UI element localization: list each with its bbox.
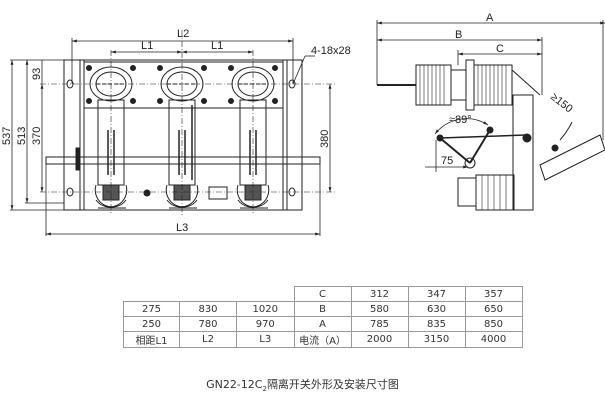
table-row: 相距L1 L2 L3 电流（A） 2000 3150 4000	[123, 331, 523, 348]
table-cell: 347	[407, 286, 466, 302]
table-cell: 850	[464, 316, 523, 332]
dim-a: A	[486, 12, 494, 24]
table-cell: 780	[179, 316, 237, 332]
table-cell: 4000	[464, 331, 523, 348]
upper-insulator-left	[415, 64, 452, 106]
table-cell: 785	[350, 316, 409, 332]
dimension-table: C 312 347 357 275 830 1020 B 580 630 650…	[123, 286, 523, 348]
dim-75: 75	[441, 155, 453, 167]
open-blade	[539, 134, 605, 181]
nameplate	[208, 186, 228, 200]
table-cell: 835	[407, 316, 466, 332]
figure-caption: GN22-12C2隔离开关外形及安装尺寸图	[0, 376, 605, 393]
operating-shaft	[45, 156, 321, 165]
table-cell: 312	[350, 286, 409, 302]
top-plate	[83, 61, 284, 109]
dim-l3: L3	[176, 222, 188, 234]
upper-flange	[465, 59, 475, 111]
bolts	[86, 65, 278, 104]
table-cell: 2000	[350, 331, 409, 348]
shaft-crank	[75, 147, 81, 171]
mounting-frame	[63, 59, 303, 211]
table-cell: 580	[350, 301, 409, 317]
pivot	[464, 157, 476, 169]
dim-537: 537	[1, 127, 13, 145]
side-dimensions	[376, 20, 605, 172]
table-row: 250 780 970 A 785 835 850	[123, 316, 523, 332]
front-view	[40, 30, 335, 215]
ground-icon	[143, 189, 151, 197]
table-cell: L2	[179, 331, 237, 348]
table-cell: 电流（A）	[293, 331, 352, 348]
caption-title: 隔离开关外形及安装尺寸图	[266, 378, 399, 391]
lever-arm	[439, 137, 471, 164]
table-cell: 275	[123, 301, 180, 317]
caption-model: GN22-12C	[206, 378, 263, 391]
dim-380: 380	[319, 130, 331, 148]
dim-angle: ≈89°	[449, 114, 472, 126]
table-cell: 830	[179, 301, 237, 317]
side-view	[377, 59, 605, 211]
upper-insulator-right	[473, 64, 513, 106]
front-dimensions	[10, 38, 332, 236]
side-mount-plate	[512, 94, 534, 211]
dim-c: C	[496, 43, 504, 55]
table-cell: C	[293, 286, 352, 302]
table-cell: 650	[464, 301, 523, 317]
dim-513: 513	[16, 127, 28, 145]
dim-93: 93	[31, 68, 43, 80]
table-cell: 1020	[236, 301, 295, 317]
table-cell: 357	[464, 286, 523, 302]
caption-subscript: 2	[262, 385, 267, 394]
dim-l1-right: L1	[211, 40, 223, 52]
dim-holes: 4-18x28	[311, 45, 351, 57]
dim-150: ≥150	[548, 91, 575, 115]
table-row: 275 830 1020 B 580 630 650	[123, 301, 523, 317]
table-cell: 3150	[407, 331, 466, 348]
dim-l2: L2	[177, 28, 189, 40]
table-cell: B	[293, 301, 352, 317]
table-cell: 相距L1	[123, 331, 180, 348]
dim-b: B	[455, 29, 462, 41]
table-cell: 250	[123, 316, 180, 332]
dim-370: 370	[31, 127, 43, 145]
table-cell: L3	[236, 331, 295, 348]
table-cell: A	[293, 316, 352, 332]
table-cell: 630	[407, 301, 466, 317]
table-cell: 970	[236, 316, 295, 332]
table-row: C 312 347 357	[124, 286, 523, 302]
dim-l1-left: L1	[141, 40, 153, 52]
